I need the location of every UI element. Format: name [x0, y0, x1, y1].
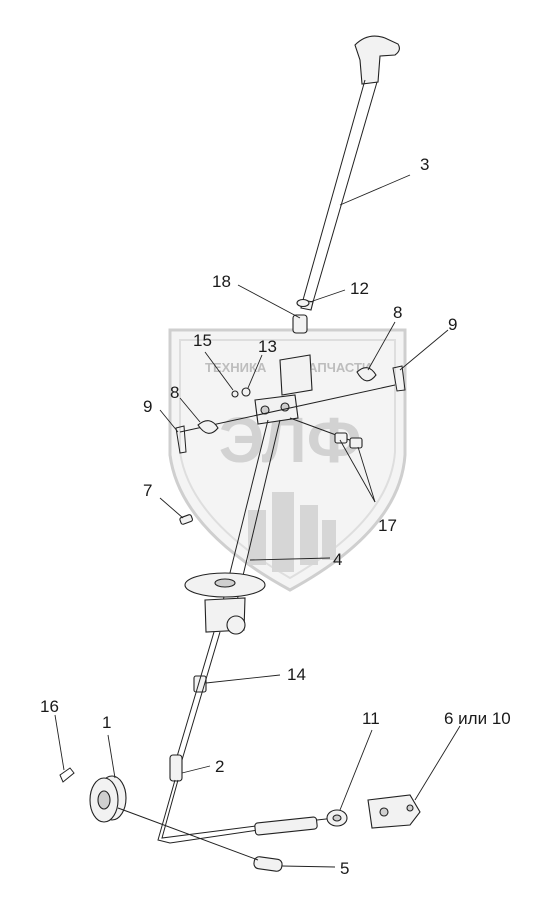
callout-12: 12	[350, 279, 369, 298]
watermark-shield: ЭЛФ ТЕХНИКА ЗАПЧАСТИ	[168, 328, 407, 592]
lower-rod	[175, 631, 221, 761]
callout-labels: 3 18 12 8 9 15 13 8 9 7 17 4 14 16 1 11 …	[40, 155, 511, 878]
callout-8-left: 8	[170, 383, 179, 402]
pin	[179, 514, 193, 525]
split-pin	[59, 767, 75, 783]
watermark-buildings	[248, 492, 336, 572]
callout-13: 13	[258, 337, 277, 356]
axis-line-lower	[117, 807, 259, 861]
callout-8-right: 8	[393, 303, 402, 322]
cotter-pin-right	[392, 365, 406, 392]
callout-3: 3	[420, 155, 429, 174]
bushing	[292, 314, 308, 334]
cross-rod	[289, 417, 363, 449]
callout-2: 2	[215, 757, 224, 776]
cable	[157, 779, 336, 844]
washer	[296, 298, 310, 308]
callout-7: 7	[143, 481, 152, 500]
cotter-pin-left	[175, 425, 187, 454]
watermark-text-right: ЗАПЧАСТИ	[300, 360, 371, 375]
fork-end	[367, 794, 421, 829]
callout-9-left: 9	[143, 397, 152, 416]
small-nut	[241, 387, 251, 397]
watermark-text-left: ТЕХНИКА	[205, 360, 267, 375]
callout-16: 16	[40, 697, 59, 716]
callout-9-right: 9	[448, 315, 457, 334]
bracket-assembly	[254, 354, 313, 425]
pulley	[89, 775, 127, 823]
callout-17: 17	[378, 516, 397, 535]
callout-18: 18	[212, 272, 231, 291]
callout-11: 11	[362, 709, 380, 728]
main-column	[184, 419, 281, 635]
clip-left	[197, 420, 219, 434]
callout-6-or-10: 6 или 10	[444, 709, 511, 728]
sleeve	[253, 856, 283, 872]
small-washer	[231, 390, 239, 398]
callout-4: 4	[333, 550, 342, 569]
callout-15: 15	[193, 331, 212, 350]
cable-end	[169, 754, 183, 782]
leader-lines	[54, 174, 461, 868]
callout-1: 1	[102, 713, 111, 732]
callout-14: 14	[287, 665, 306, 684]
clip-right	[356, 367, 377, 382]
lever-rod	[300, 35, 401, 311]
callout-5: 5	[340, 859, 349, 878]
cable-nut	[326, 809, 348, 827]
